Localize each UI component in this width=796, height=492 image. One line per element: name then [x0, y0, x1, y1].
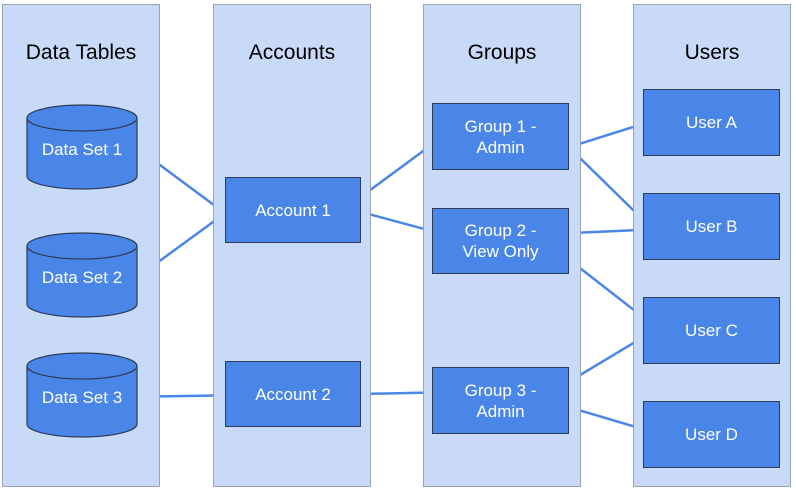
group-2-label: Group 2 - View Only: [462, 221, 539, 261]
account-2-box: Account 2: [225, 361, 361, 427]
data-set-1-cylinder: Data Set 1: [26, 104, 138, 190]
user-a-label: User A: [685, 113, 738, 132]
group-1-label: Group 1 - Admin: [464, 116, 537, 157]
link-account-1-to-group-1: [360, 143, 433, 198]
group-3-label: Group 3 - Admin: [464, 380, 537, 421]
data-set-1-label: Data Set 1: [41, 140, 123, 159]
group-1-box: Group 1 - Admin: [432, 103, 569, 170]
group-2-box: Group 2 - View Only: [432, 208, 569, 274]
group-3-box: Group 3 - Admin: [432, 367, 569, 434]
link-account-2-to-group-3: [360, 391, 433, 396]
database-icon: [26, 352, 138, 438]
account-1-box: Account 1: [225, 177, 361, 243]
data-set-3-label: Data Set 3: [41, 388, 123, 407]
account-1-label: Account 1: [255, 200, 331, 220]
column-title-groups: Groups: [467, 41, 537, 64]
data-set-2-label: Data Set 2: [41, 268, 123, 287]
account-2-label: Account 2: [255, 384, 331, 404]
user-a-box: User A: [643, 89, 780, 156]
column-title-users: Users: [684, 41, 740, 64]
user-b-box: User B: [643, 193, 780, 260]
user-d-box: User D: [643, 401, 780, 468]
user-c-label: User C: [685, 321, 738, 340]
database-icon: [26, 232, 138, 318]
user-b-label: User B: [685, 217, 738, 236]
link-account-1-to-group-2: [360, 210, 433, 233]
data-set-3-cylinder: Data Set 3: [26, 352, 138, 438]
user-c-box: User C: [643, 297, 780, 364]
column-title-data-tables: Data Tables: [25, 41, 137, 64]
data-set-2-cylinder: Data Set 2: [26, 232, 138, 318]
database-icon: [26, 104, 138, 190]
column-title-accounts: Accounts: [248, 41, 336, 64]
user-d-label: User D: [685, 425, 738, 444]
